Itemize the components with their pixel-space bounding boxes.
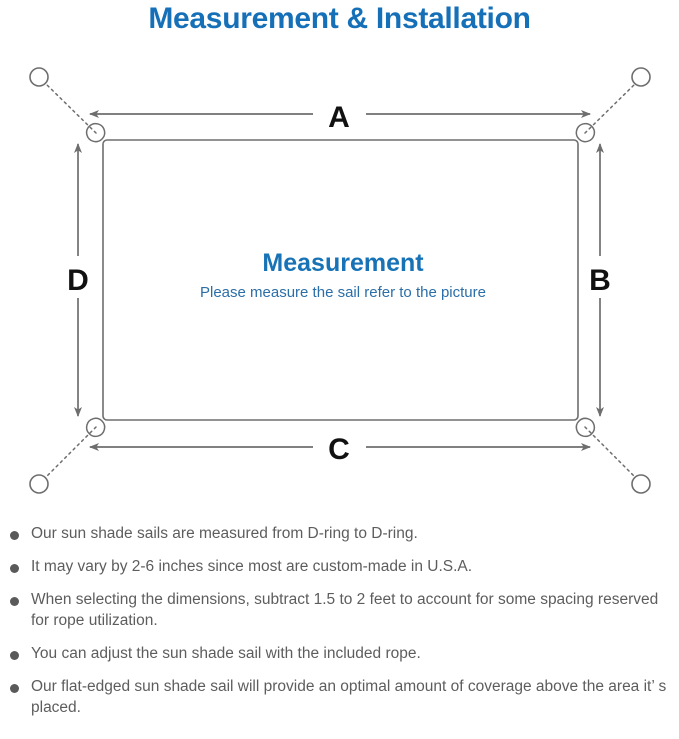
bullet-icon: [10, 531, 19, 540]
note-text: Our sun shade sails are measured from D-…: [31, 525, 418, 542]
note-text: Our flat-edged sun shade sail will provi…: [31, 677, 667, 716]
notes-list: Our sun shade sails are measured from D-…: [0, 524, 679, 730]
list-item: Our sun shade sails are measured from D-…: [0, 524, 679, 545]
list-item: Our flat-edged sun shade sail will provi…: [0, 677, 679, 719]
anchor-point-top-right: [631, 67, 651, 87]
note-text: It may vary by 2-6 inches since most are…: [31, 557, 473, 575]
rope-top-right: [584, 82, 637, 134]
note-text: When selecting the dimensions, subtract …: [31, 590, 659, 629]
diagram-center-subheading: Please measure the sail refer to the pic…: [200, 284, 486, 301]
anchor-point-bottom-left: [29, 474, 49, 494]
page-title: Measurement & Installation: [148, 2, 531, 35]
anchor-point-bottom-right: [631, 474, 651, 494]
list-item: When selecting the dimensions, subtract …: [0, 590, 679, 632]
dimension-label-a: A: [328, 101, 350, 134]
rope-bottom-right: [584, 426, 637, 479]
shade-sail-diagram: A C D B Measurement Please measure the s…: [29, 67, 651, 494]
dimension-label-c: C: [328, 433, 350, 466]
bullet-icon: [10, 683, 19, 693]
sail-rectangle: [102, 139, 579, 421]
dimension-label-b: B: [589, 264, 611, 297]
bullet-icon: [10, 596, 19, 606]
bullet-icon: [10, 563, 19, 573]
note-text: You can adjust the sun shade sail with t…: [31, 644, 421, 662]
anchor-point-top-left: [29, 67, 49, 87]
list-item: You can adjust the sun shade sail with t…: [0, 644, 679, 665]
bullet-icon: [10, 650, 19, 660]
list-item: It may vary by 2-6 inches since most are…: [0, 557, 679, 578]
diagram-center-heading: Measurement: [262, 249, 424, 277]
rope-bottom-left: [44, 426, 97, 479]
rope-top-left: [44, 82, 97, 134]
dimension-label-d: D: [67, 264, 89, 297]
